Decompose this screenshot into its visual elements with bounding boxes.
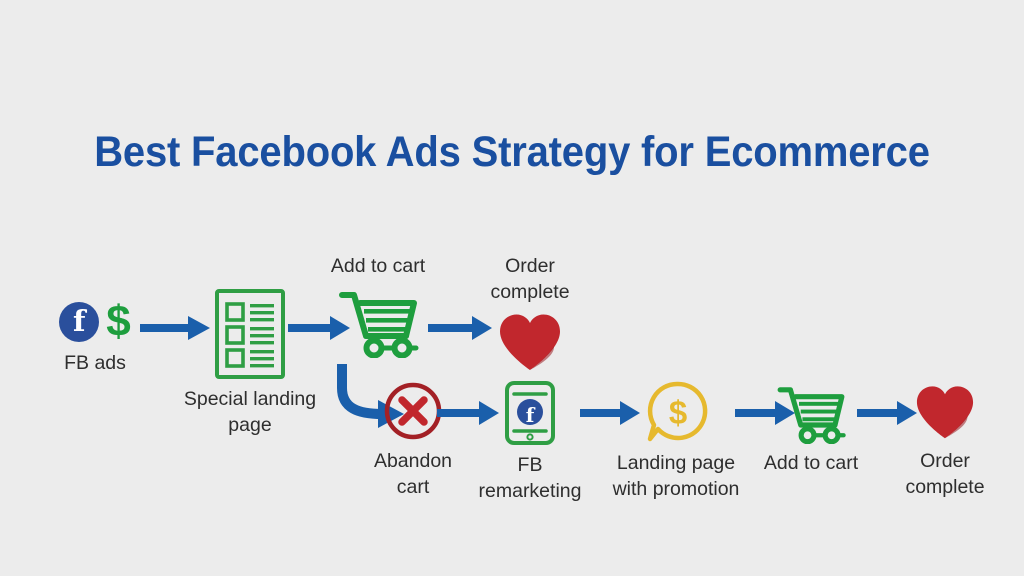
node-fb-ads: f $ FB ads [44,300,146,377]
node-landing-page-with-promotion: $ Landing page with promotion [608,380,744,503]
arrow-landing-to-cart [288,316,350,340]
svg-text:f: f [526,403,536,427]
facebook-icon: f [59,302,100,342]
dollar-icon: $ [106,297,131,346]
node-label-add-to-cart: Add to cart [330,255,426,277]
cancel-circle-icon [382,380,444,442]
arrow-cart-to-abandon [337,364,404,428]
fb-ads-icon-group: f $ [59,297,131,346]
node-add-to-cart-2: Add to cart [757,382,865,477]
node-order-complete: Order complete [470,254,590,374]
node-label-fb-remarketing: FB remarketing [478,454,582,502]
node-label-add-to-cart-2: Add to cart [763,452,859,474]
promo-bubble-icon: $ [644,380,708,444]
heart-icon [914,384,976,442]
node-abandon-cart: Abandon cart [363,380,463,501]
arrow-cart-to-order [428,316,492,340]
page-title: Best Facebook Ads Strategy for Ecommerce [94,128,930,176]
node-label-order-complete-2: Order complete [905,450,985,498]
node-add-to-cart: Add to cart [318,254,438,358]
arrow-promo-to-cart2 [735,401,795,425]
shopping-cart-icon [336,286,420,358]
arrow-abandon-to-remarketing [437,401,499,425]
arrow-cart2-to-order2 [857,401,917,425]
node-label-special-landing-page: Special landing page [183,388,317,436]
arrow-remarketing-to-promo [580,401,640,425]
heart-icon [497,312,563,374]
arrow-fbads-to-landing [140,316,210,340]
mobile-facebook-icon: f [504,380,556,446]
node-order-complete-2: Order complete [890,384,1000,501]
node-special-landing-page: Special landing page [175,288,325,439]
svg-text:$: $ [669,394,687,431]
node-label-order-complete: Order complete [490,255,570,303]
node-label-abandon-cart: Abandon cart [373,450,453,498]
shopping-cart-icon [775,382,847,444]
node-label-fb-ads: FB ads [64,352,126,374]
node-fb-remarketing: f FB remarketing [478,380,582,505]
landing-page-icon [214,288,286,380]
node-label-landing-page-with-promotion: Landing page with promotion [612,452,740,500]
